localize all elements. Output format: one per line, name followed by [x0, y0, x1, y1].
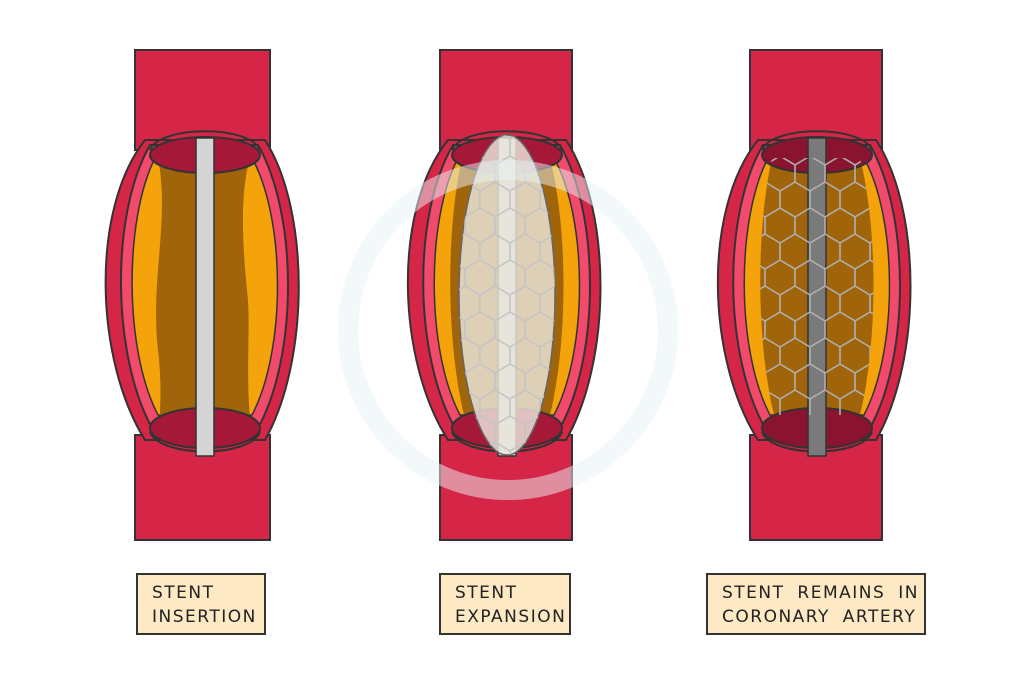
expanded-stent-mesh [760, 158, 874, 415]
panel-stent-remains [716, 49, 912, 541]
label-line: CORONARY ARTERY [722, 607, 917, 627]
label-line: STENT REMAINS IN [722, 583, 919, 603]
artery-top-segment [134, 49, 271, 151]
label-stent-insertion: STENT INSERTION [136, 573, 266, 635]
label-line: STENT [152, 583, 215, 603]
label-stent-expansion: STENT EXPANSION [439, 573, 571, 635]
stent-mesh [459, 135, 555, 455]
label-line: STENT [455, 583, 518, 603]
artery-top-segment [749, 49, 883, 151]
collapsed-stent-catheter [195, 137, 215, 457]
label-line: EXPANSION [455, 607, 567, 627]
label-stent-remains: STENT REMAINS IN CORONARY ARTERY [706, 573, 926, 635]
watermark [338, 160, 678, 500]
panel-stent-insertion [104, 49, 300, 541]
label-line: INSERTION [152, 607, 257, 627]
